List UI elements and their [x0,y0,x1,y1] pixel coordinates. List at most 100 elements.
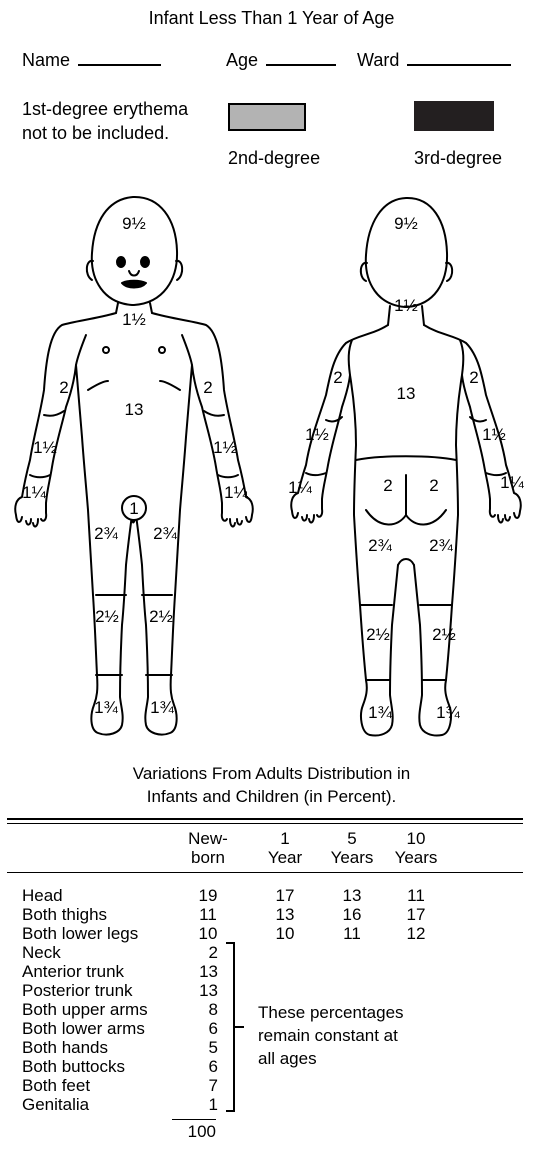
table-row-label: Both lower arms [22,1019,148,1038]
table-cell: 12 [398,924,434,943]
front-label-lower-arm-right: 1½ [213,438,237,457]
table-top-rule [7,818,523,820]
back-label-hand-left: 1¼ [288,478,312,497]
table-cell: 10 [267,924,303,943]
table-cell: 17 [267,886,303,905]
table-cell: 13 [334,886,370,905]
constant-values: 2 13 13 8 6 5 6 7 1 [186,943,218,1114]
back-label-leg-left: 2½ [366,625,390,644]
back-label-thigh-left: 2¾ [368,536,392,555]
constant-note-line3: all ages [258,1047,404,1070]
header-newborn: New- born [185,829,231,867]
third-degree-swatch [414,101,494,131]
col-newborn-values: 19 11 10 [190,886,226,943]
table-cell: 13 [186,981,218,1000]
table-cell: 16 [334,905,370,924]
table-row-label: Posterior trunk [22,981,148,1000]
second-degree-label: 2nd-degree [228,148,320,169]
total-rule [172,1119,216,1120]
header-5-years-line1: 5 [322,829,382,848]
header-1-year-line1: 1 [262,829,308,848]
table-cell: 11 [398,886,434,905]
ward-label: Ward [357,50,399,70]
back-label-foot-left: 1¾ [368,703,392,722]
constant-note-line2: remain constant at [258,1024,404,1047]
back-label-thigh-right: 2¾ [429,536,453,555]
chart-title: Infant Less Than 1 Year of Age [0,8,543,29]
constant-note: These percentages remain constant at all… [258,1001,404,1070]
front-label-upper-arm-left: 2 [59,378,68,397]
table-caption-line1: Variations From Adults Distribution in [0,764,543,784]
table-row-label: Genitalia [22,1095,148,1114]
front-label-genitalia: 1 [129,499,138,518]
legend-note-line2: not to be included. [22,123,169,144]
table-row-label: Both buttocks [22,1057,148,1076]
variable-row-labels: Head Both thighs Both lower legs [22,886,138,943]
ward-blank-line [407,63,511,66]
table-row-label: Both hands [22,1038,148,1057]
table-cell: 10 [190,924,226,943]
table-row-label: Head [22,886,138,905]
header-newborn-line1: New- [185,829,231,848]
age-field: Age [226,50,336,71]
back-label-lower-arm-right: 1½ [482,425,506,444]
third-degree-label: 3rd-degree [414,148,502,169]
header-10-years-line2: Years [386,848,446,867]
back-label-leg-right: 2½ [432,625,456,644]
table-row-label: Neck [22,943,148,962]
header-5-years-line2: Years [322,848,382,867]
col-10-years-values: 11 17 12 [398,886,434,943]
table-cell: 17 [398,905,434,924]
header-5-years: 5 Years [322,829,382,867]
front-label-neck: 1½ [122,310,146,329]
table-top-rule-2 [7,823,523,824]
name-field: Name [22,50,161,71]
total-value: 100 [172,1122,216,1141]
table-row-label: Both upper arms [22,1000,148,1019]
front-figure [15,197,253,735]
col-5-years-values: 13 16 11 [334,886,370,943]
col-1-year-values: 17 13 10 [267,886,303,943]
front-label-foot-left: 1¾ [94,698,118,717]
table-cell: 7 [186,1076,218,1095]
table-cell: 1 [186,1095,218,1114]
back-label-upper-arm-left: 2 [333,368,342,387]
table-row-label: Both thighs [22,905,138,924]
back-label-hand-right: 1¼ [500,473,524,492]
back-label-lower-arm-left: 1½ [305,425,329,444]
table-row-label: Both feet [22,1076,148,1095]
age-label: Age [226,50,258,70]
table-caption-line2: Infants and Children (in Percent). [0,787,543,807]
front-label-head: 9½ [122,214,146,233]
ward-field: Ward [357,50,511,71]
header-1-year-line2: Year [262,848,308,867]
table-cell: 11 [334,924,370,943]
back-label-buttock-right: 2 [429,476,438,495]
name-label: Name [22,50,70,70]
front-label-thigh-right: 2¾ [153,524,177,543]
header-10-years-line1: 10 [386,829,446,848]
age-blank-line [266,63,336,66]
second-degree-swatch [228,103,306,131]
back-label-neck: 1½ [394,296,418,315]
legend-note-line1: 1st-degree erythema [22,99,188,120]
table-cell: 13 [267,905,303,924]
constant-note-line1: These percentages [258,1001,404,1024]
table-cell: 19 [190,886,226,905]
front-label-foot-right: 1¾ [150,698,174,717]
name-blank-line [78,63,161,66]
table-cell: 6 [186,1019,218,1038]
table-cell: 5 [186,1038,218,1057]
table-cell: 8 [186,1000,218,1019]
back-label-trunk: 13 [397,384,416,403]
back-label-buttock-left: 2 [383,476,392,495]
front-label-trunk: 13 [125,400,144,419]
front-label-hand-right: 1¼ [224,483,248,502]
front-label-hand-left: 1¼ [22,483,46,502]
table-cell: 11 [190,905,226,924]
back-label-upper-arm-right: 2 [469,368,478,387]
front-label-leg-right: 2½ [149,607,173,626]
header-1-year: 1 Year [262,829,308,867]
back-label-foot-right: 1¾ [436,703,460,722]
back-body-right [414,325,521,736]
